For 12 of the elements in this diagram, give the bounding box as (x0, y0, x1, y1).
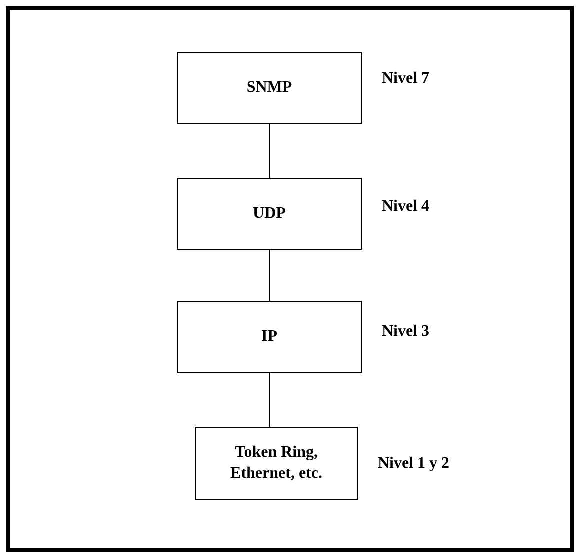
level-label: Nivel 4 (382, 198, 430, 216)
level-label: Nivel 3 (382, 323, 430, 341)
layer-name: UDP (253, 204, 286, 224)
layer-name: Token Ring, Ethernet, etc. (230, 442, 324, 484)
layer-box (195, 427, 358, 500)
layer-box (177, 301, 362, 373)
layer-box (177, 52, 362, 124)
level-label: Nivel 7 (382, 70, 430, 88)
level-label: Nivel 1 y 2 (378, 455, 450, 473)
layer-box (177, 178, 362, 250)
layer-name: SNMP (246, 78, 292, 98)
layer-name: IP (262, 326, 278, 347)
